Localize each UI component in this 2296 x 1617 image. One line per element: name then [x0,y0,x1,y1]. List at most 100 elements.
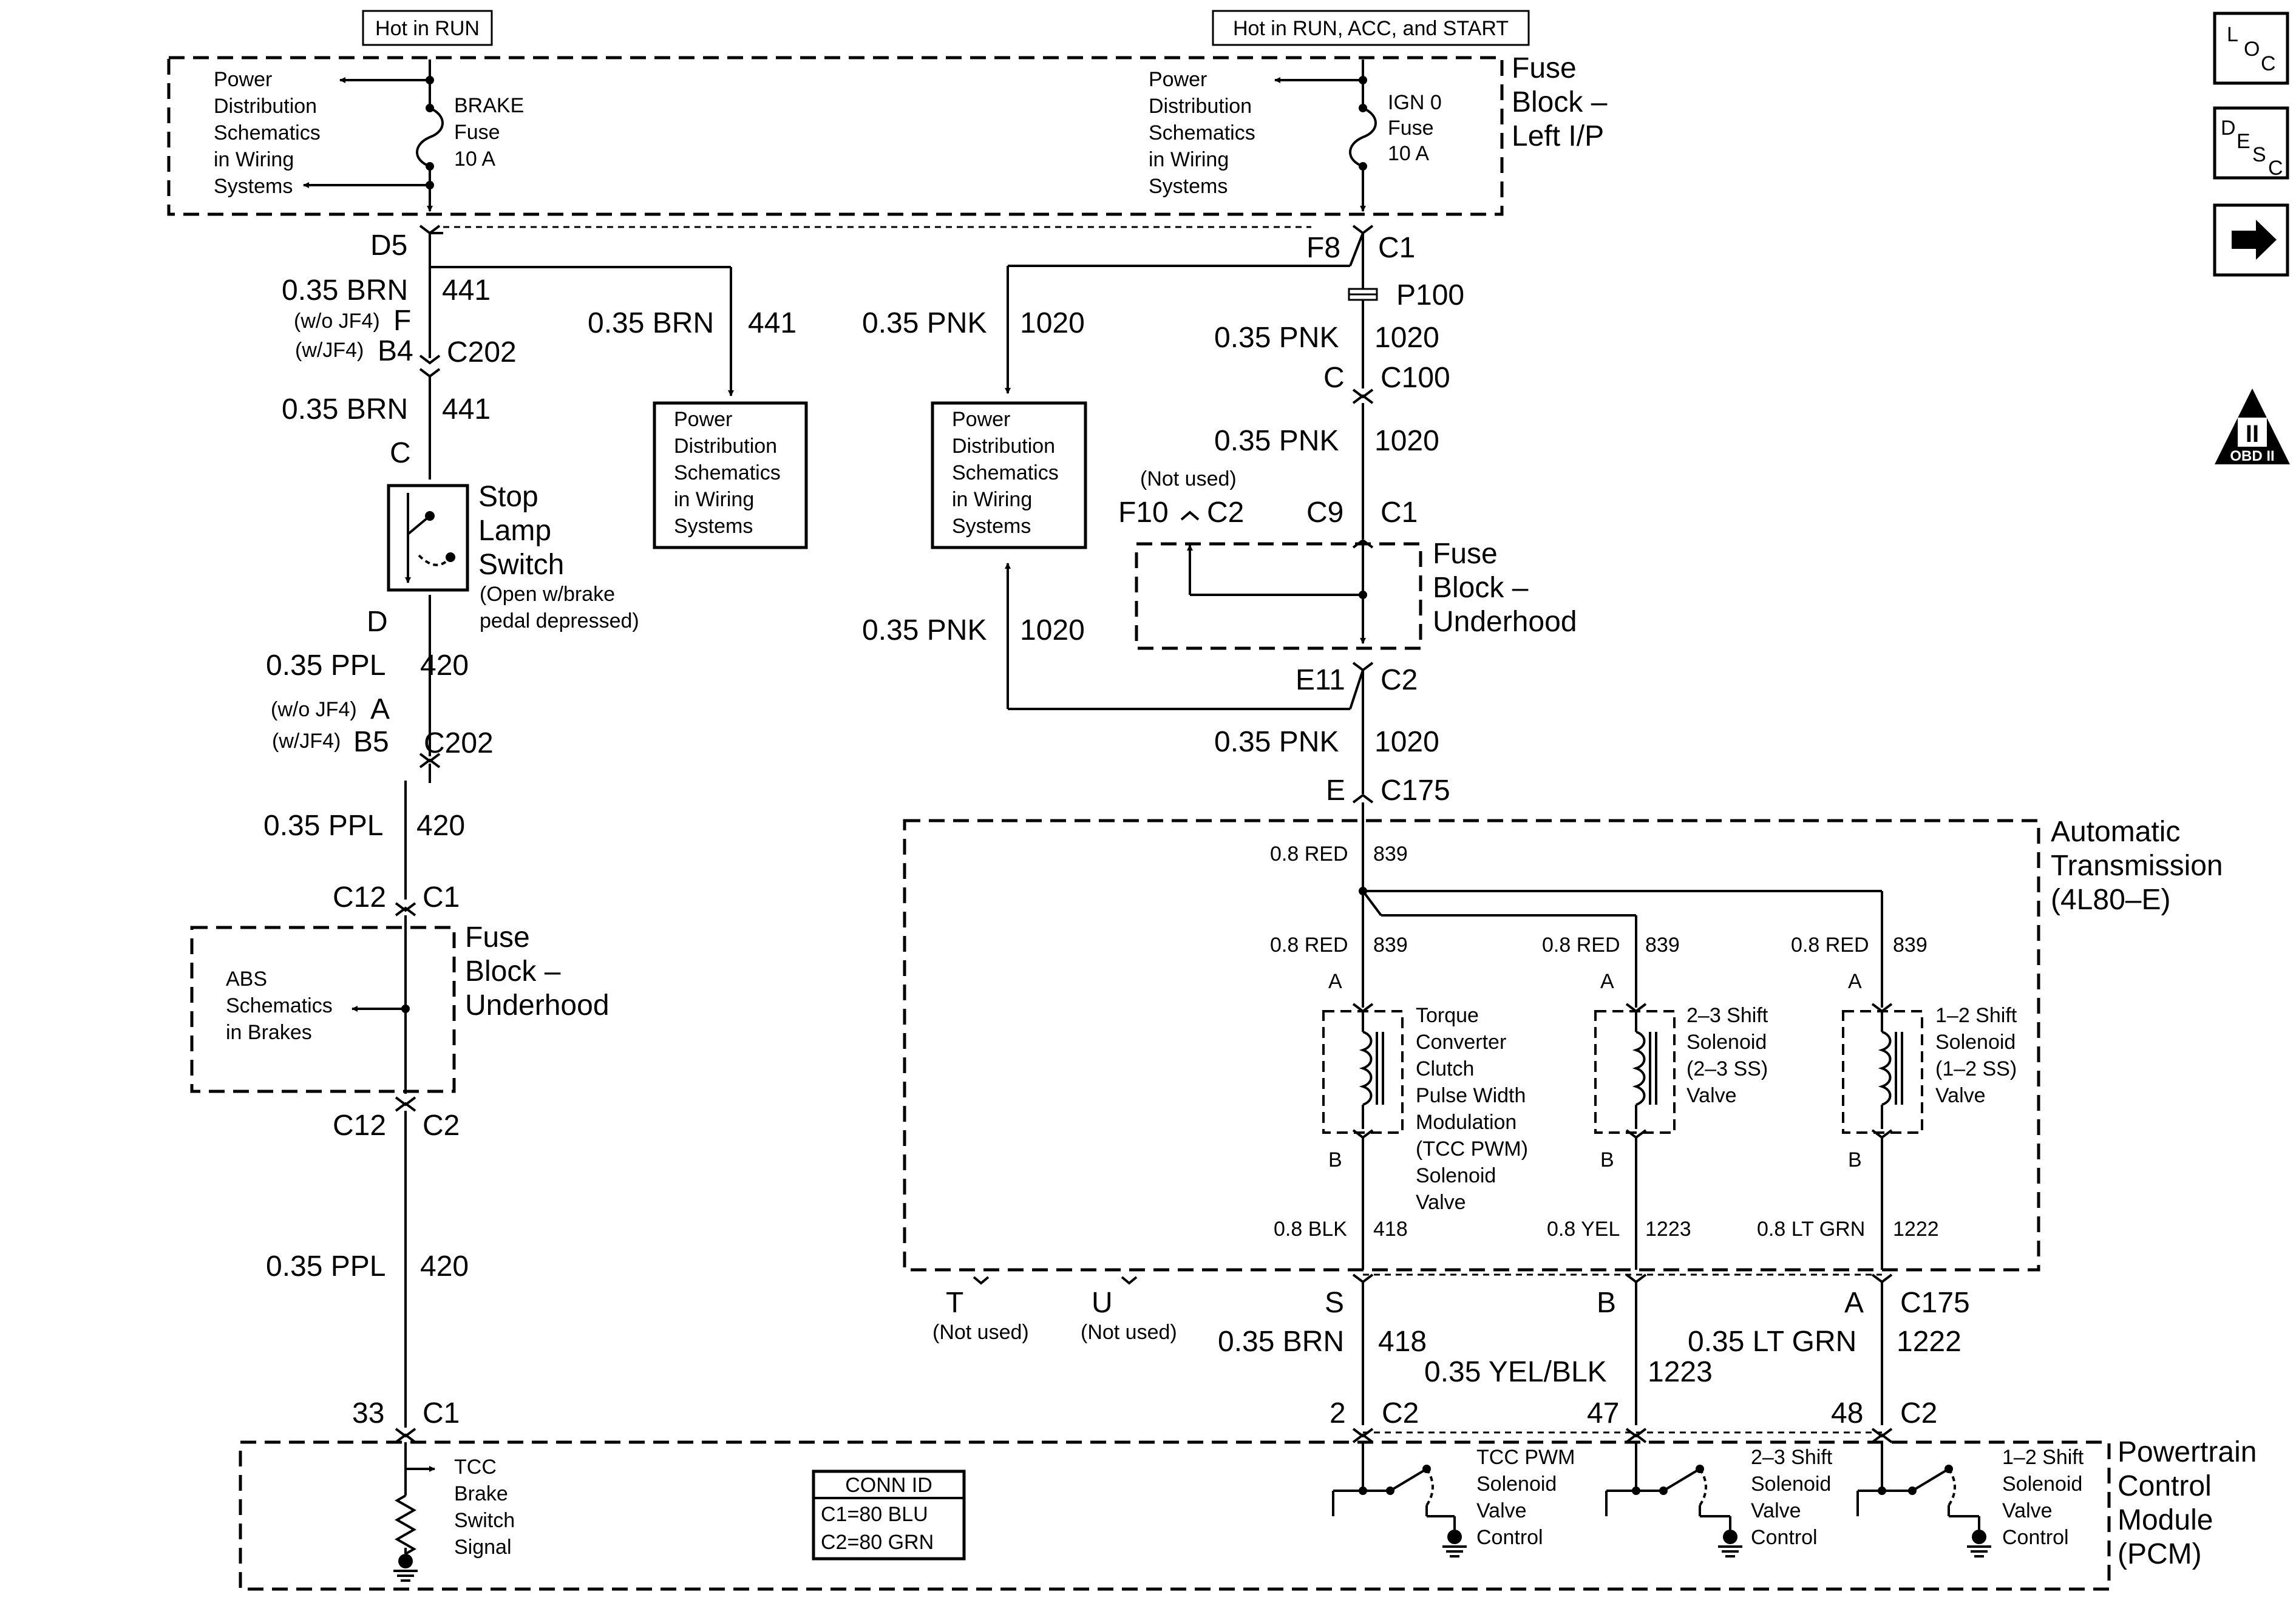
svg-text:Fuse: Fuse [1512,52,1577,84]
next-arrow-icon[interactable] [2213,203,2289,277]
svg-text:L: L [2227,23,2238,46]
svg-text:in Wiring: in Wiring [674,488,754,511]
svg-text:Fuse: Fuse [465,921,530,954]
ign0-fuse: IGN 0 Fuse 10 A [1274,59,1442,212]
svg-text:Solenoid: Solenoid [2002,1473,2082,1496]
svg-text:in Wiring: in Wiring [214,148,294,171]
svg-text:Control: Control [1476,1526,1543,1549]
wire-label-lt-grn: 0.35 LT GRN [1688,1326,1856,1358]
svg-text:Hot in RUN, ACC, and START: Hot in RUN, ACC, and START [1233,17,1509,40]
branch-441-wire [430,226,1311,396]
svg-text:E: E [2237,130,2250,153]
wire-label-yel: 0.8 YEL [1547,1218,1620,1241]
svg-text:Lamp: Lamp [478,515,551,547]
connector-c175: C175 [1900,1287,1970,1319]
connector-c2: C2 [1207,497,1244,529]
brake-fuse: BRAKE Fuse 10 A [303,59,524,212]
svg-text:O: O [2244,38,2260,61]
connector-c2: C2 [1900,1397,1937,1429]
obd-ii-icon[interactable]: II OBD II [2215,388,2290,464]
loc-icon[interactable]: L O C [2213,12,2289,85]
svg-text:Pulse Width: Pulse Width [1416,1084,1526,1107]
circuit-1020: 1020 [1374,425,1439,457]
connector-c100: C100 [1381,362,1450,394]
svg-text:Schematics: Schematics [952,461,1059,484]
pin-a: A [1844,1287,1864,1319]
pin-d: D [367,606,388,638]
variant-label: (w/o JF4) [294,310,380,333]
pin-e11: E11 [1296,664,1345,696]
variant-label: (w/JF4) [295,339,364,362]
pin-47: 47 [1587,1397,1619,1429]
svg-text:pedal depressed): pedal depressed) [480,609,639,632]
wire-label-red: 0.8 RED [1270,842,1348,866]
svg-text:Clutch: Clutch [1416,1057,1474,1080]
wire-label-ppl: 0.35 PPL [266,649,385,682]
svg-text:Schematics: Schematics [674,461,781,484]
not-used-label: (Not used) [1140,467,1237,490]
circuit-420: 420 [416,810,465,842]
svg-text:Fuse: Fuse [454,121,500,144]
c175-bottom-connector [973,1273,1893,1443]
svg-text:in Wiring: in Wiring [1149,148,1229,171]
circuit-418: 418 [1373,1218,1408,1241]
shift-solenoid-1-2-label: 1–2 Shift Solenoid (1–2 SS) Valve [1935,1004,2017,1107]
pin-b5: B5 [353,726,389,758]
circuit-418: 418 [1378,1326,1427,1358]
wire-label-pnk: 0.35 PNK [1214,726,1339,758]
svg-text:Solenoid: Solenoid [1751,1473,1831,1496]
svg-text:II: II [2246,421,2259,447]
tcc-pwm-solenoid [1322,977,1404,1270]
desc-icon[interactable]: D E S C [2213,106,2289,180]
svg-text:TCC PWM: TCC PWM [1476,1446,1575,1469]
svg-text:Torque: Torque [1416,1004,1479,1027]
pin-t: T [946,1287,963,1319]
connector-c1: C1 [1378,232,1415,264]
svg-text:S: S [2252,143,2266,166]
svg-text:CONN ID: CONN ID [845,1474,932,1497]
pds-pink-box: Power Distribution Schematics in Wiring … [931,401,1087,549]
svg-text:Signal: Signal [454,1536,512,1559]
hot-in-run-acc-start-label: Hot in RUN, ACC, and START [1212,10,1530,46]
svg-text:BRAKE: BRAKE [454,94,524,117]
svg-text:C2=80 GRN: C2=80 GRN [821,1531,934,1554]
svg-text:Power: Power [952,408,1010,431]
svg-text:Valve: Valve [1416,1191,1466,1214]
svg-text:Block –: Block – [465,955,561,988]
svg-text:10 A: 10 A [454,147,495,171]
svg-text:Solenoid: Solenoid [1416,1164,1496,1187]
svg-text:Systems: Systems [1149,175,1228,198]
circuit-1020: 1020 [1374,322,1439,354]
wire-label-pnk: 0.35 PNK [1214,322,1339,354]
wire-label-red: 0.8 RED [1791,934,1869,957]
variant-label: (w/o JF4) [271,698,357,721]
wire-label-brn: 0.35 BRN [588,307,714,339]
wire-label-ltgrn: 0.8 LT GRN [1757,1218,1865,1241]
pin-u: U [1092,1287,1113,1319]
wire-label-brn: 0.35 BRN [282,274,408,307]
connector-c2: C2 [1381,664,1418,696]
pin-c: C [390,437,411,469]
svg-text:Distribution: Distribution [214,95,317,118]
svg-text:Power: Power [1149,68,1207,91]
wire-label-pnk: 0.35 PNK [862,614,987,646]
svg-text:ABS: ABS [226,968,267,991]
shift-solenoid-2-3-label: 2–3 Shift Solenoid (2–3 SS) Valve [1686,1004,1768,1107]
ignition-circuit-wire [1135,225,1422,827]
pin-a: A [370,693,390,725]
wire-label-pnk: 0.35 PNK [1214,425,1339,457]
circuit-1020: 1020 [1020,307,1085,339]
svg-text:Fuse: Fuse [1388,117,1434,140]
svg-text:(1–2 SS): (1–2 SS) [1935,1057,2017,1080]
connector-c1: C1 [423,881,460,914]
wire-label-red: 0.8 RED [1542,934,1620,957]
svg-text:Power: Power [214,68,272,91]
pin-b4: B4 [378,335,413,367]
shift-solenoid-1-2 [1842,977,1923,1270]
connector-c1: C1 [1381,497,1418,529]
svg-text:Distribution: Distribution [1149,95,1252,118]
connector-c2: C2 [1382,1397,1419,1429]
fuse-block-underhood-right-label: Fuse Block – Underhood [1433,538,1577,638]
fuse-block-left-ip: Fuse Block – Left I/P [167,52,1608,216]
svg-text:2–3 Shift: 2–3 Shift [1751,1446,1833,1469]
